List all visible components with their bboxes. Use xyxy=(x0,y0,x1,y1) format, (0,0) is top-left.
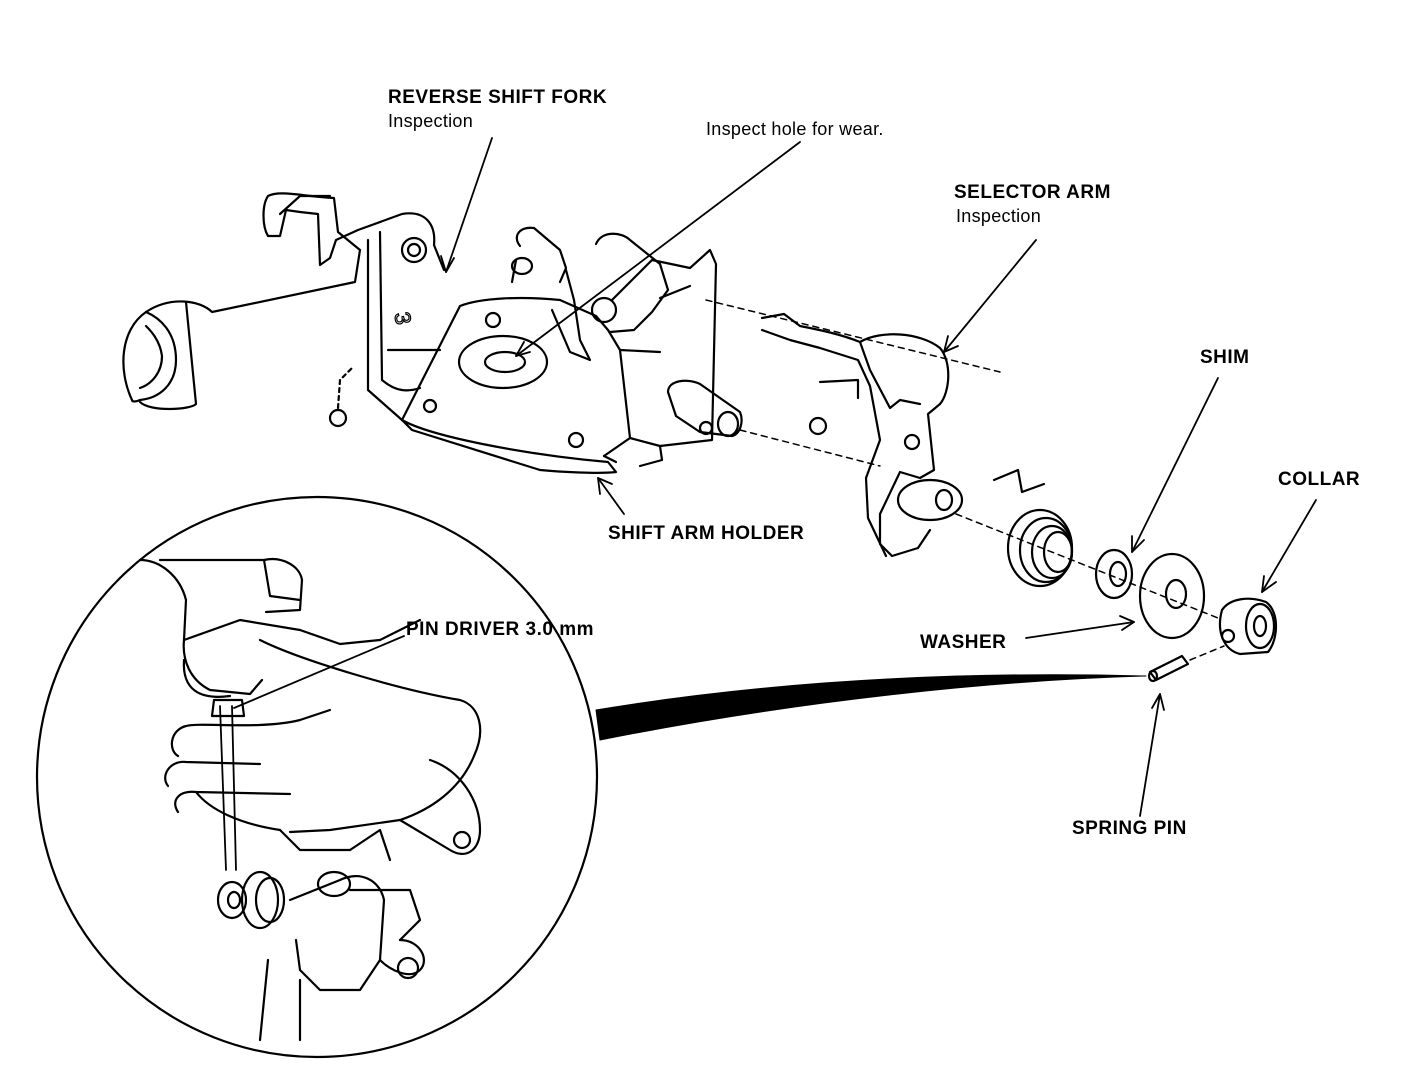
leader-spring-pin xyxy=(1139,693,1161,817)
label-selector-arm-sub: Inspection xyxy=(956,206,1042,226)
leader-collar xyxy=(1261,499,1317,593)
leader-washer xyxy=(1025,621,1135,639)
label-reverse-shift-fork: REVERSE SHIFT FORK xyxy=(388,87,608,108)
selector-arm xyxy=(760,312,964,558)
assembly-axis-upper xyxy=(705,299,1001,373)
pin-axis xyxy=(1189,645,1225,661)
detail-leader xyxy=(595,674,1147,741)
shift-arm-holder xyxy=(400,296,664,474)
shim xyxy=(1094,548,1134,600)
ball-leader xyxy=(336,364,356,410)
spring-pin xyxy=(1147,654,1190,683)
leader-shift-arm-holder xyxy=(597,477,625,515)
leader-inspect-hole xyxy=(515,141,801,357)
label-selector-arm: SELECTOR ARM xyxy=(954,182,1111,203)
leader-shim xyxy=(1131,377,1219,553)
leader-reverse-shift-fork xyxy=(445,137,493,273)
label-inspect-hole: Inspect hole for wear. xyxy=(706,119,884,139)
label-reverse-shift-fork-sub: Inspection xyxy=(388,111,474,131)
washer xyxy=(1138,552,1206,640)
label-shim: SHIM xyxy=(1200,347,1250,368)
label-collar: COLLAR xyxy=(1278,469,1361,490)
label-washer: WASHER xyxy=(920,632,1007,653)
detent-ball xyxy=(328,408,348,428)
detail-inset xyxy=(35,495,599,1059)
callout-leaders xyxy=(233,137,1317,817)
label-pin-driver: PIN DRIVER 3.0 mm xyxy=(406,619,594,640)
return-spring xyxy=(992,468,1074,588)
assembly-axis-lower xyxy=(739,429,1219,619)
label-spring-pin: SPRING PIN xyxy=(1072,818,1187,839)
svg-text:3: 3 xyxy=(389,310,416,326)
label-shift-arm-holder: SHIFT ARM HOLDER xyxy=(608,523,805,544)
collar xyxy=(1218,597,1278,656)
leader-pin-driver xyxy=(233,635,405,709)
leader-selector-arm xyxy=(943,239,1037,353)
reverse-shift-fork: 3 xyxy=(122,192,446,422)
shift-arm-mechanism xyxy=(510,226,743,448)
